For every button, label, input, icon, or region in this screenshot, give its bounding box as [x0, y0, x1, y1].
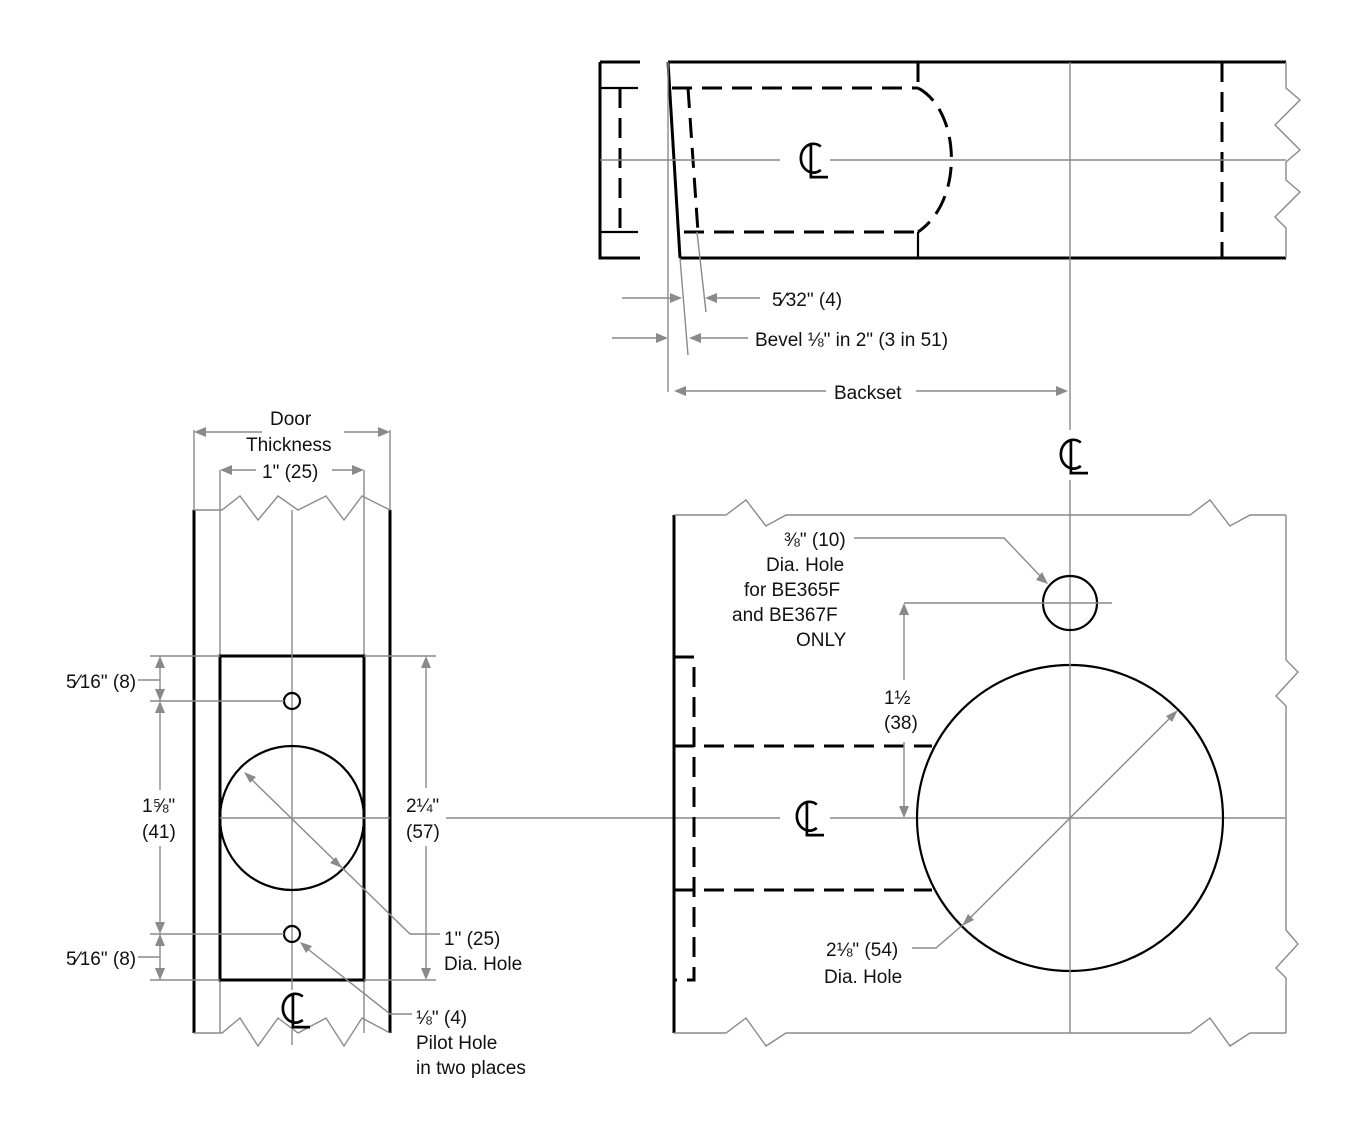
label-one-half-1: 1½	[884, 688, 911, 709]
label-backset: Backset	[834, 383, 902, 404]
door-edge-view: Door Thickness 1" (25) 5⁄16" (8) 1⅝" (41…	[66, 409, 526, 1079]
label-one-half-2: (38)	[884, 713, 918, 734]
label-three-eighths-2: Dia. Hole	[766, 555, 844, 576]
label-one-inch-hole-1: 1" (25)	[444, 929, 500, 950]
label-five-sixteenths-top: 5⁄16" (8)	[66, 672, 136, 693]
label-door-thickness-2: Thickness	[246, 435, 332, 456]
label-five-sixteenths-bottom: 5⁄16" (8)	[66, 949, 136, 970]
label-pilot-2: Pilot Hole	[416, 1033, 497, 1054]
label-door-thickness-1: Door	[270, 409, 312, 430]
top-edge-view: 5⁄32" (4) Bevel ⅛" in 2" (3 in 51) Backs…	[598, 60, 1302, 475]
label-one-five-eighths-1: 1⅝"	[142, 796, 175, 817]
door-face-view: ⅜" (10) Dia. Hole for BE365F and BE367F …	[672, 480, 1299, 1047]
label-two-quarter-2: (57)	[406, 822, 440, 843]
label-two-eighth-2: Dia. Hole	[824, 967, 902, 988]
label-one-five-eighths-2: (41)	[142, 822, 176, 843]
label-bevel: Bevel ⅛" in 2" (3 in 51)	[755, 330, 948, 351]
label-two-quarter-1: 2¼"	[406, 796, 439, 817]
label-three-eighths-1: ⅜" (10)	[784, 530, 846, 551]
label-three-eighths-3: for BE365F	[744, 580, 840, 601]
label-one-inch: 1" (25)	[262, 462, 318, 483]
label-one-inch-hole-2: Dia. Hole	[444, 954, 522, 975]
label-three-eighths-4: and BE367F	[732, 605, 838, 626]
label-two-eighth-1: 2⅛" (54)	[826, 940, 898, 961]
label-three-eighths-5: ONLY	[796, 630, 847, 651]
label-pilot-3: in two places	[416, 1058, 526, 1079]
label-pilot-1: ⅛" (4)	[416, 1008, 467, 1029]
label-five-thirtyseconds: 5⁄32" (4)	[772, 290, 842, 311]
